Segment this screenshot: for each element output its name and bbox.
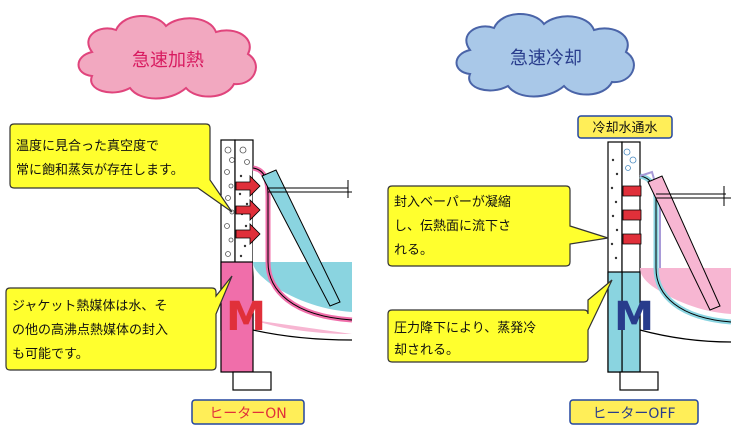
cooling-water-text: 冷却水通水 bbox=[592, 121, 657, 136]
heating-callout-top: 温度に見合った真空度で 常に飽和蒸気が存在します。 bbox=[9, 123, 233, 213]
cooling-motor-label: M bbox=[614, 294, 654, 340]
heating-callout-top-line2: 常に飽和蒸気が存在します。 bbox=[16, 162, 184, 178]
heating-status-label: ヒーターON bbox=[191, 399, 305, 425]
cooling-callout-top-line1: 封入ベーパーが凝縮 bbox=[394, 194, 511, 210]
cooling-panel: 急速冷却 冷却水通水 bbox=[387, 12, 731, 425]
cooling-callout-bottom-line2: 却される。 bbox=[394, 343, 459, 358]
heating-callout-bottom-line2: の他の高沸点熱媒体の封入 bbox=[12, 322, 168, 338]
cooling-title: 急速冷却 bbox=[510, 48, 582, 69]
cooling-water-label: 冷却水通水 bbox=[577, 115, 673, 139]
heating-callout-top-line1: 温度に見合った真空度で bbox=[16, 138, 159, 154]
heating-cloud: 急速加熱 bbox=[77, 14, 257, 100]
heating-vessel: M bbox=[220, 139, 353, 391]
cooling-callout-bottom-line1: 圧力降下により、蒸発冷 bbox=[394, 321, 536, 336]
heating-panel: 急速加熱 bbox=[5, 14, 353, 425]
cooling-status-text: ヒーターOFF bbox=[592, 406, 675, 422]
cooling-callout-top: 封入ベーパーが凝縮 し、伝熱面に流下さ れる。 bbox=[387, 185, 609, 267]
heating-callout-bottom-line1: ジャケット熱媒体は水、そ bbox=[12, 299, 167, 314]
cooling-vessel: M bbox=[607, 141, 731, 391]
cooling-cloud: 急速冷却 bbox=[455, 12, 635, 98]
cooling-callout-bottom: 圧力降下により、蒸発冷 却される。 bbox=[387, 279, 613, 363]
cooling-status-label: ヒーターOFF bbox=[569, 399, 699, 425]
heating-callout-bottom-line3: も可能です。 bbox=[12, 347, 89, 362]
heating-title: 急速加熱 bbox=[132, 50, 204, 71]
heating-callout-bottom: ジャケット熱媒体は水、そ の他の高沸点熱媒体の封入 も可能です。 bbox=[5, 275, 233, 371]
cooling-callout-top-line3: れる。 bbox=[394, 243, 433, 258]
cooling-callout-top-line2: し、伝熱面に流下さ bbox=[394, 219, 511, 234]
heating-motor-label: M bbox=[226, 294, 266, 340]
heating-status-text: ヒーターON bbox=[209, 406, 287, 422]
